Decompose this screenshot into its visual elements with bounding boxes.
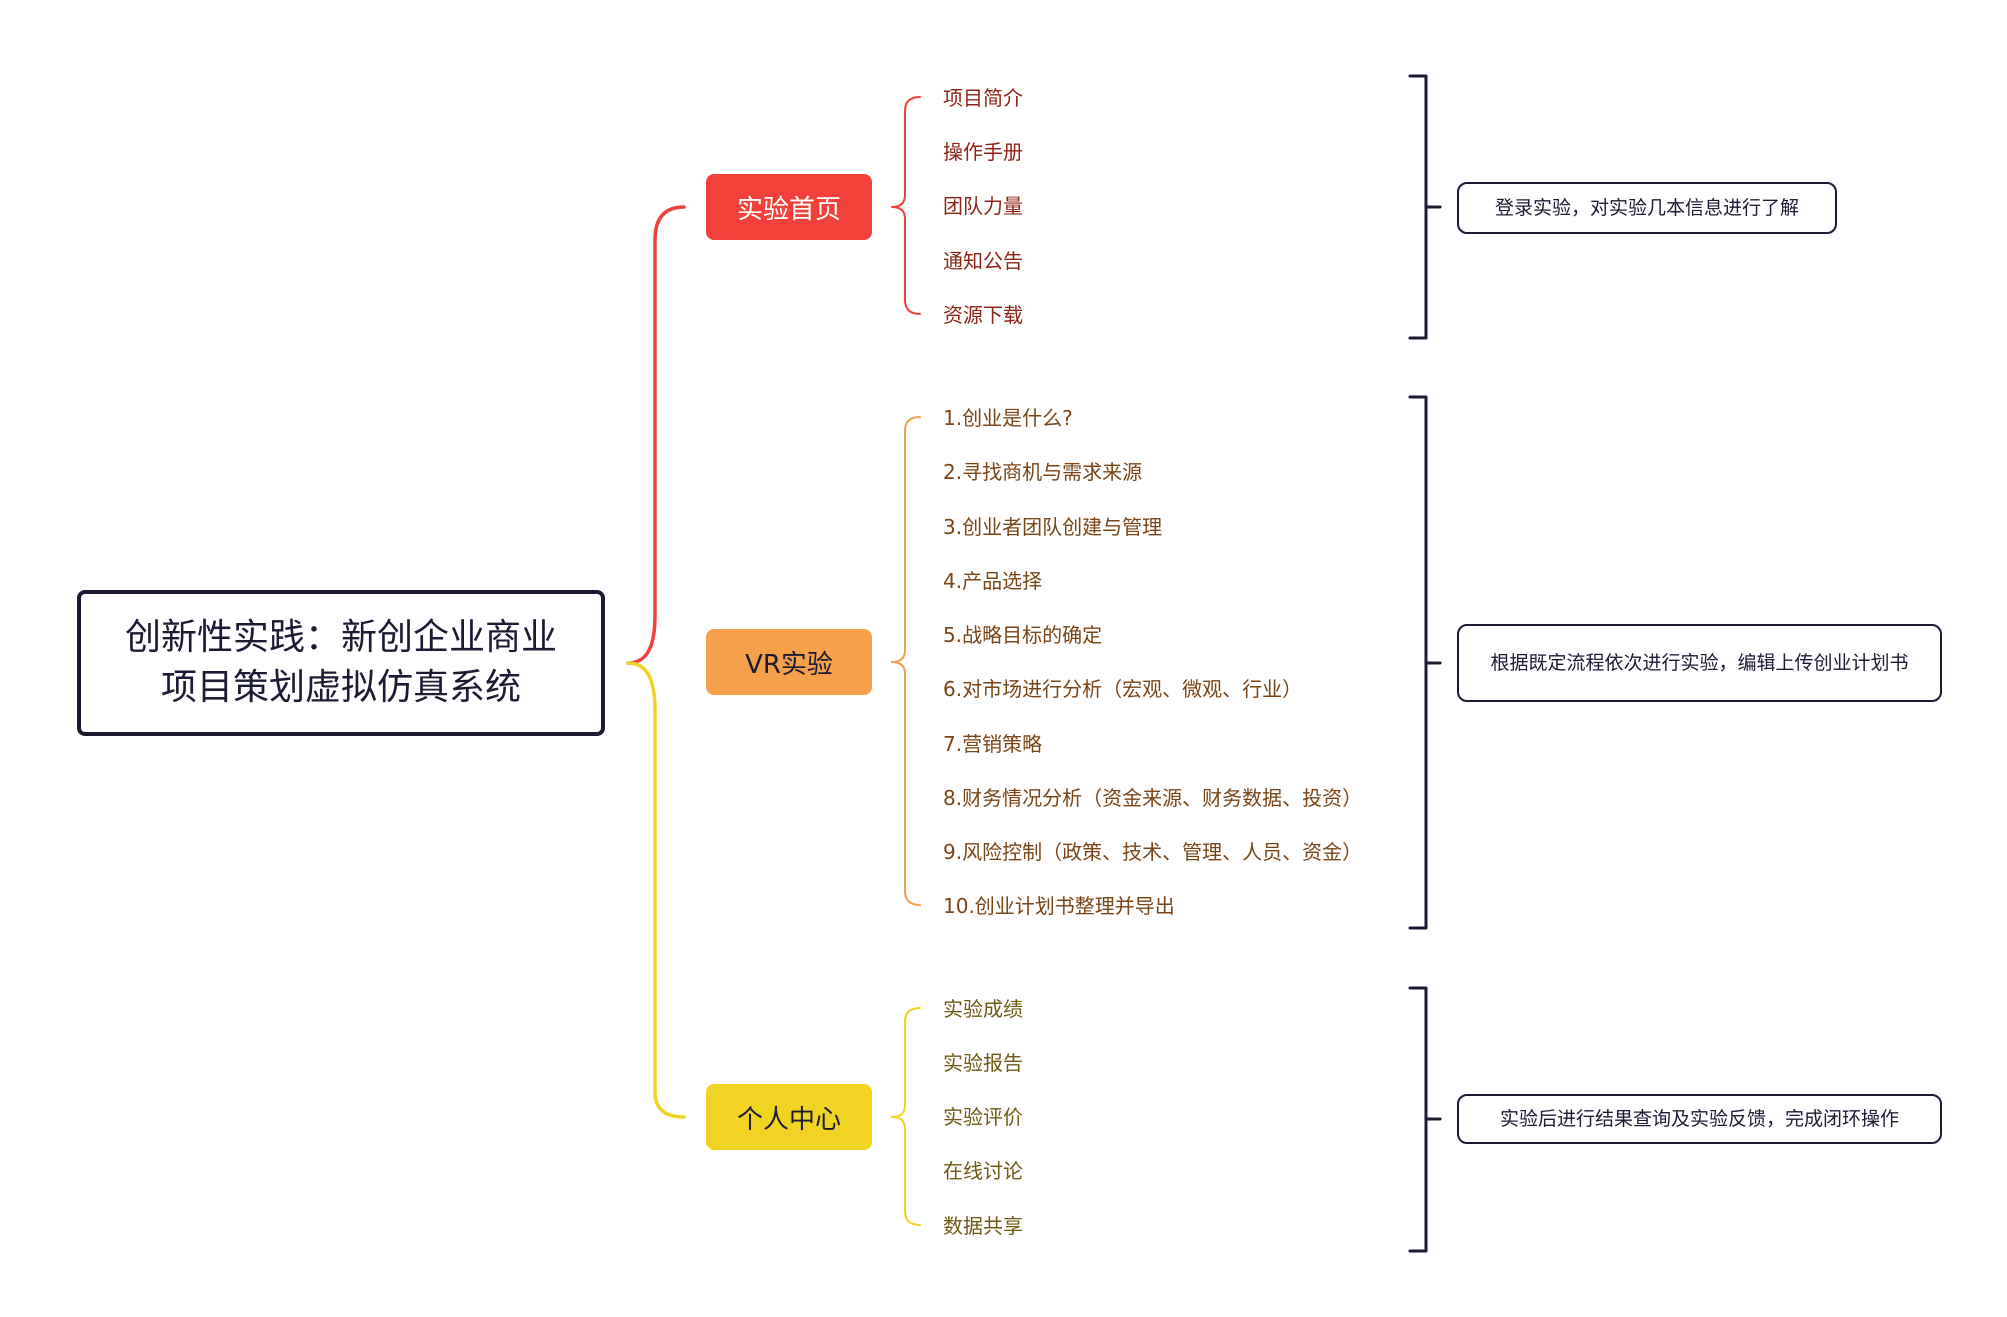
summary-note-text: 实验后进行结果查询及实验反馈，完成闭环操作 — [1499, 1108, 1899, 1130]
root-title-line-1: 创新性实践：新创企业商业 — [124, 617, 557, 658]
connector-lines — [626, 96, 921, 1226]
leaf-item[interactable]: 1.创业是什么? — [943, 406, 1073, 430]
summary-bracket-2 — [1408, 986, 1428, 1253]
leaf-item[interactable]: 项目简介 — [943, 86, 1023, 110]
leaf-item[interactable]: 7.营销策略 — [943, 732, 1043, 756]
summary-note-vr[interactable]: 根据既定流程依次进行实验，编辑上传创业计划书 — [1457, 624, 1942, 702]
leaf-item[interactable]: 在线讨论 — [943, 1159, 1023, 1183]
summary-note-text: 根据既定流程依次进行实验，编辑上传创业计划书 — [1490, 651, 1909, 674]
leaf-item[interactable]: 实验成绩 — [943, 997, 1023, 1021]
summary-bracket-0 — [1408, 74, 1428, 340]
root-connector-home — [626, 205, 686, 665]
leaf-item[interactable]: 2.寻找商机与需求来源 — [943, 460, 1143, 484]
leaf-item[interactable]: 资源下载 — [943, 303, 1023, 327]
root-connector-personal-center — [626, 661, 686, 1119]
root-node[interactable]: 创新性实践：新创企业商业 项目策划虚拟仿真系统 — [77, 590, 605, 736]
summary-note-home[interactable]: 登录实验，对实验几本信息进行了解 — [1457, 182, 1837, 234]
leaf-item[interactable]: 6.对市场进行分析（宏观、微观、行业） — [943, 677, 1303, 701]
branch-node-home[interactable]: 实验首页 — [706, 174, 872, 240]
leaf-item[interactable]: 团队力量 — [943, 194, 1023, 218]
leaf-item[interactable]: 4.产品选择 — [943, 569, 1043, 593]
leaf-item[interactable]: 3.创业者团队创建与管理 — [943, 515, 1163, 539]
branch-label: 实验首页 — [736, 194, 841, 225]
leaf-item[interactable]: 实验报告 — [943, 1051, 1023, 1075]
branch-node-vr[interactable]: VR实验 — [706, 629, 872, 695]
summary-note-personal-center[interactable]: 实验后进行结果查询及实验反馈，完成闭环操作 — [1457, 1094, 1942, 1144]
summary-note-text: 登录实验，对实验几本信息进行了解 — [1494, 197, 1799, 219]
summary-brackets — [1408, 74, 1442, 1253]
leaf-item[interactable]: 通知公告 — [943, 249, 1023, 273]
summary-bracket-1 — [1408, 395, 1428, 930]
leaf-item[interactable]: 8.财务情况分析（资金来源、财务数据、投资） — [943, 786, 1363, 810]
branch-label: 个人中心 — [736, 1104, 841, 1135]
leaf-item[interactable]: 数据共享 — [943, 1214, 1023, 1238]
leaf-brace-2 — [891, 1007, 921, 1226]
leaf-item[interactable]: 10.创业计划书整理并导出 — [943, 894, 1175, 918]
branch-label: VR实验 — [745, 649, 833, 680]
leaf-item[interactable]: 实验评价 — [943, 1105, 1023, 1129]
leaf-item[interactable]: 9.风险控制（政策、技术、管理、人员、资金） — [943, 840, 1363, 864]
leaf-item[interactable]: 5.战略目标的确定 — [943, 623, 1103, 647]
leaf-item[interactable]: 操作手册 — [943, 140, 1023, 164]
root-title-line-2: 项目策划虚拟仿真系统 — [160, 667, 521, 708]
leaf-brace-0 — [891, 96, 921, 315]
leaf-brace-1 — [891, 416, 921, 906]
branch-node-personal-center[interactable]: 个人中心 — [706, 1084, 872, 1150]
